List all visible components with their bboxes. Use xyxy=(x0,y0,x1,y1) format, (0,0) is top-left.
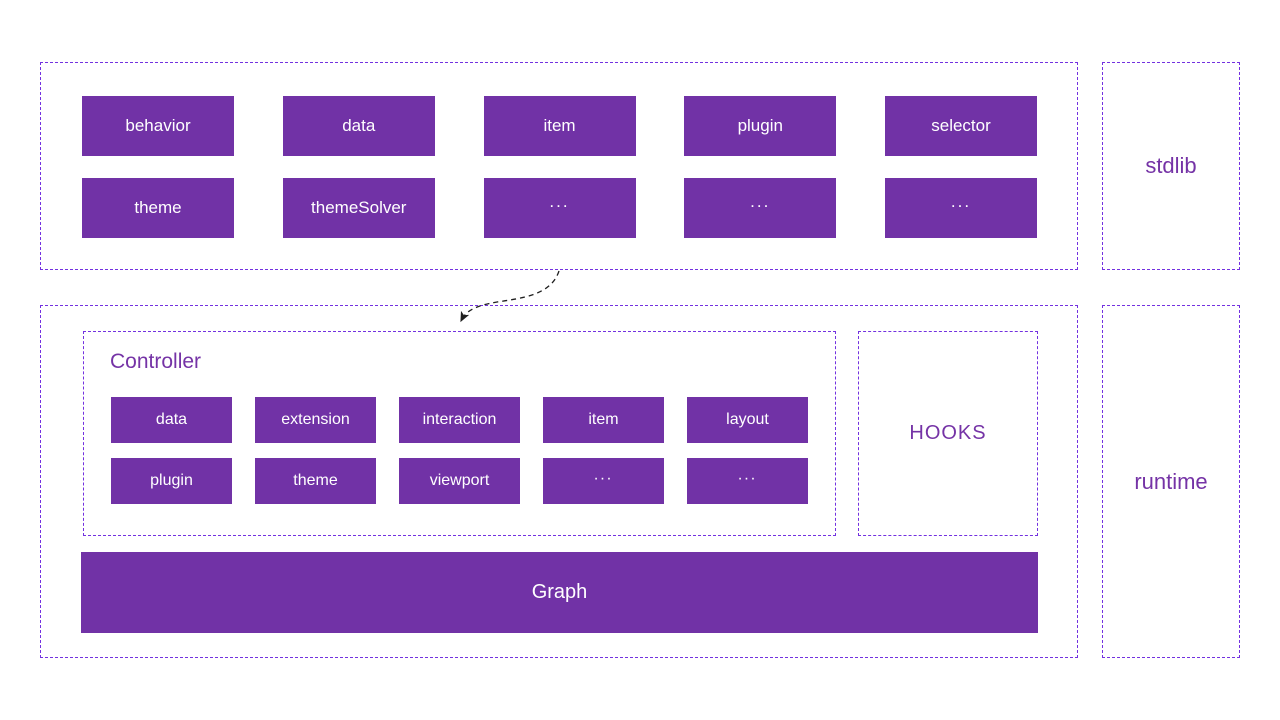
module-box-viewport: viewport xyxy=(399,458,520,504)
module-row: theme themeSolver......... xyxy=(82,178,1037,238)
module-box-data: data xyxy=(111,397,232,443)
stdlib-label: stdlib xyxy=(1145,153,1197,178)
module-box-item: item xyxy=(483,96,636,156)
controller-title: Controller xyxy=(110,350,202,373)
module-box-label: plugin xyxy=(150,472,193,489)
module-box-themesolver: themeSolver xyxy=(282,178,435,238)
module-box-label: interaction xyxy=(422,411,497,428)
module-box-ellipsis: ... xyxy=(543,458,664,504)
module-box-ellipsis: ... xyxy=(483,178,636,238)
module-box-ellipsis: ... xyxy=(684,178,837,238)
module-box-label: ... xyxy=(950,192,972,211)
module-box-selector: selector xyxy=(885,96,1037,156)
module-box-behavior: behavior xyxy=(82,96,234,156)
module-box-label: data xyxy=(342,116,376,135)
module-box-label: plugin xyxy=(737,116,783,135)
module-box-label: item xyxy=(543,116,576,135)
graph-box: Graph xyxy=(81,552,1038,633)
module-box-label: ... xyxy=(593,466,614,484)
hooks-box: HOOKS xyxy=(858,331,1038,536)
module-box-plugin: plugin xyxy=(111,458,232,504)
controller-module-grid: data extension interaction item layout plugin… xyxy=(111,397,808,504)
runtime-label-box: runtime xyxy=(1102,305,1240,658)
module-box-label: selector xyxy=(931,116,991,135)
module-box-item: item xyxy=(543,397,664,443)
module-box-theme: theme xyxy=(255,458,376,504)
module-row: plugin theme viewport...... xyxy=(111,458,808,504)
module-box-label: theme xyxy=(134,198,182,217)
graph-label: Graph xyxy=(531,581,588,603)
controller-container: Controller data extension interaction item l… xyxy=(83,331,836,536)
runtime-container: Controller data extension interaction item l… xyxy=(40,305,1078,658)
module-row: behavior data item plugin selector xyxy=(82,96,1037,156)
module-box-label: ... xyxy=(750,192,771,211)
module-box-layout: layout xyxy=(687,397,808,443)
module-box-ellipsis: ... xyxy=(885,178,1037,238)
hooks-label: HOOKS xyxy=(909,422,987,444)
module-box-label: ... xyxy=(737,466,758,484)
module-box-label: layout xyxy=(726,411,769,428)
module-box-label: viewport xyxy=(429,472,490,489)
module-box-theme: theme xyxy=(82,178,234,238)
module-box-label: item xyxy=(588,411,619,428)
module-box-plugin: plugin xyxy=(684,96,837,156)
module-box-interaction: interaction xyxy=(399,397,520,443)
module-box-label: themeSolver xyxy=(311,198,407,217)
module-row: data extension interaction item layout xyxy=(111,397,808,443)
stdlib-label-box: stdlib xyxy=(1102,62,1240,270)
module-box-label: data xyxy=(155,411,188,428)
module-box-label: extension xyxy=(281,411,350,428)
module-box-label: behavior xyxy=(125,116,191,135)
module-box-ellipsis: ... xyxy=(687,458,808,504)
module-box-label: ... xyxy=(549,192,570,211)
module-box-extension: extension xyxy=(255,397,376,443)
runtime-label: runtime xyxy=(1134,468,1208,494)
module-box-data: data xyxy=(282,96,435,156)
module-box-label: theme xyxy=(293,472,338,489)
